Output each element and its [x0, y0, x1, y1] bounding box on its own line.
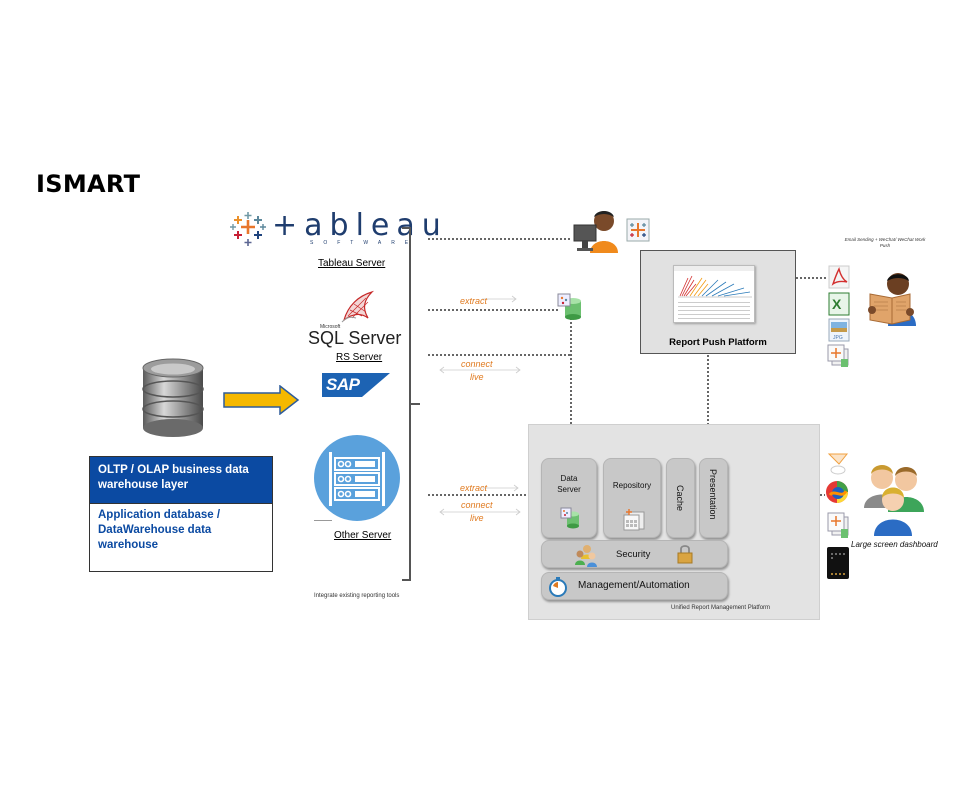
connect-label-2: connect	[461, 500, 493, 510]
other-server-label: Other Server	[334, 530, 392, 541]
browser-icon	[826, 481, 848, 503]
sql-server-logo-icon	[341, 290, 375, 323]
module-repository-label: Repository	[612, 481, 652, 490]
analyst-user-icon	[573, 211, 618, 253]
dashboard-viewers-icon	[864, 465, 924, 536]
sql-microsoft-label: Microsoft	[320, 324, 341, 330]
email-push-caption: Email Sending + WeChat/ WeChat Work Push	[844, 237, 926, 248]
module-presentation[interactable]: Presentation	[699, 458, 728, 538]
svg-text:X: X	[832, 296, 842, 312]
sql-reporting-icon	[827, 453, 849, 475]
live-label-1: live	[470, 372, 484, 382]
tableau-wordmark: +ableau	[272, 208, 448, 243]
report-screenshot-thumbnail	[673, 265, 755, 323]
module-management-label: Management/Automation	[578, 580, 690, 591]
tableau-dashboard-file-icon	[827, 344, 849, 367]
report-chart-thumbnail-icon	[674, 266, 754, 319]
tableau-software-label: SOFTWARE	[310, 240, 419, 246]
jpg-file-icon: JPG	[828, 318, 850, 342]
grouping-bracket	[402, 227, 420, 581]
sql-server-wordmark: SQL Server	[308, 328, 402, 348]
module-repository[interactable]: Repository	[603, 458, 661, 538]
unified-report-management-platform: Data Server Repository Cache Presentatio…	[528, 424, 820, 620]
module-security[interactable]: Security	[541, 540, 728, 568]
tableau-server-label: Tableau Server	[318, 258, 386, 269]
other-server-icon	[314, 435, 400, 521]
extract-label-1: extract	[460, 296, 488, 306]
data-warehouse-header: OLTP / OLAP business data warehouse laye…	[90, 457, 272, 504]
tableau-logo-icon	[230, 212, 266, 246]
large-screen-dashboard-caption: Large screen dashboard	[851, 540, 938, 549]
svg-text:JPG: JPG	[833, 335, 843, 341]
live-label-2: live	[470, 513, 484, 523]
module-data-server[interactable]: Data Server	[541, 458, 597, 538]
extract-arrow-1	[482, 295, 517, 303]
data-warehouse-body: Application database / DataWarehouse dat…	[98, 509, 221, 551]
extract-arrow-2	[482, 484, 519, 492]
flow-arrow-icon	[223, 385, 300, 415]
report-reader-icon	[868, 273, 916, 326]
users-group-icon	[575, 545, 597, 567]
stopwatch-icon	[549, 577, 567, 597]
data-extract-icon	[557, 293, 581, 320]
sap-wordmark: SAP	[326, 375, 360, 394]
report-push-platform: Report Push Platform	[640, 250, 796, 354]
report-push-platform-title: Report Push Platform	[669, 337, 767, 348]
tablet-icon	[827, 547, 849, 579]
tableau-workbook-icon	[626, 218, 650, 242]
module-cache-label: Cache	[675, 485, 685, 512]
tableau-dashboard-icon	[827, 512, 849, 538]
sap-logo: SAP	[322, 373, 390, 397]
repository-icon	[623, 509, 645, 531]
module-management-automation[interactable]: Management/Automation	[541, 572, 728, 600]
connect-label-1: connect	[461, 359, 493, 369]
integrate-caption: Integrate existing reporting tools	[314, 593, 400, 599]
data-server-icon	[560, 507, 579, 529]
lock-icon	[677, 545, 693, 564]
module-data-server-label: Data Server	[557, 474, 581, 494]
divider	[314, 520, 332, 521]
page-title: ISMART	[36, 170, 141, 198]
unified-platform-caption: Unified Report Management Platform	[671, 605, 771, 611]
module-security-label: Security	[616, 549, 651, 560]
database-icon	[142, 358, 204, 437]
extract-label-2: extract	[460, 483, 488, 493]
excel-file-icon: X	[828, 292, 850, 316]
pdf-file-icon	[828, 265, 850, 289]
sap-logo-icon	[322, 373, 390, 397]
data-warehouse-box: OLTP / OLAP business data warehouse laye…	[89, 456, 273, 572]
rs-server-label: RS Server	[336, 352, 383, 363]
module-cache[interactable]: Cache	[666, 458, 695, 538]
module-presentation-label: Presentation	[708, 469, 718, 520]
